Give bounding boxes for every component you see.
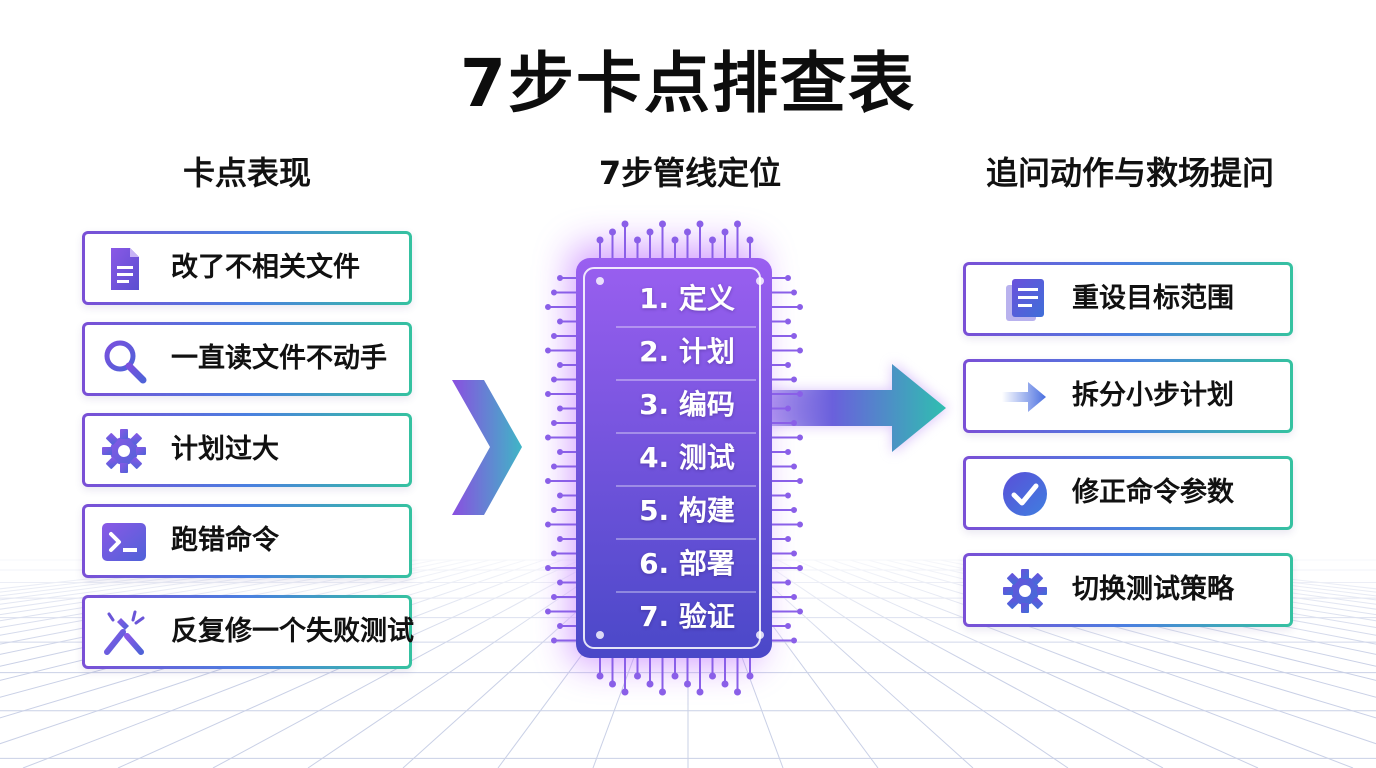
arrow-right-icon	[740, 362, 948, 454]
check-circle-icon	[1000, 469, 1050, 519]
symptom-label: 改了不相关文件	[171, 252, 360, 283]
action-card[interactable]: 切换测试策略	[963, 553, 1293, 627]
terminal-icon	[99, 517, 149, 567]
symptom-label: 计划过大	[171, 434, 279, 465]
gear-icon	[1000, 566, 1050, 616]
action-label: 拆分小步计划	[1072, 380, 1234, 411]
symptom-label: 反复修一个失败测试	[171, 616, 414, 647]
symptom-card[interactable]: 跑错命令	[82, 504, 412, 578]
symptom-card[interactable]: 一直读文件不动手	[82, 322, 412, 396]
action-label: 修正命令参数	[1072, 477, 1234, 508]
pipeline-step: 2. 计划	[639, 335, 735, 368]
action-label: 切换测试策略	[1072, 574, 1234, 605]
action-card[interactable]: 拆分小步计划	[963, 359, 1293, 433]
action-label: 重设目标范围	[1072, 283, 1234, 314]
gear-icon	[99, 426, 149, 476]
pipeline-step: 6. 部署	[639, 547, 735, 580]
pipeline-step: 7. 验证	[639, 600, 735, 633]
symptom-card[interactable]: 反复修一个失败测试	[82, 595, 414, 669]
document-icon	[99, 244, 149, 294]
flow-arrows	[452, 362, 948, 515]
column-heading-symptoms: 卡点表现	[182, 154, 311, 192]
page-title: 7步卡点排查表	[460, 45, 916, 122]
arrow-right-icon	[1000, 372, 1050, 422]
pipeline-step: 1. 定义	[639, 282, 735, 315]
symptom-label: 跑错命令	[171, 525, 279, 556]
list-document-icon	[1000, 275, 1050, 325]
column-heading-pipeline: 7步管线定位	[598, 154, 782, 192]
action-card[interactable]: 重设目标范围	[963, 262, 1293, 336]
chevron-right-icon	[452, 380, 522, 515]
search-icon	[99, 335, 149, 385]
symptom-card[interactable]: 计划过大	[82, 413, 412, 487]
pipeline-step: 4. 测试	[639, 441, 735, 474]
symptom-card[interactable]: 改了不相关文件	[82, 231, 412, 305]
column-heading-actions: 追问动作与救场提问	[985, 154, 1274, 192]
action-card[interactable]: 修正命令参数	[963, 456, 1293, 530]
pipeline-chip	[545, 220, 803, 696]
pipeline-step: 3. 编码	[639, 388, 735, 421]
symptom-label: 一直读文件不动手	[171, 343, 387, 374]
pipeline-step: 5. 构建	[639, 494, 735, 527]
broken-tools-icon	[99, 608, 149, 658]
